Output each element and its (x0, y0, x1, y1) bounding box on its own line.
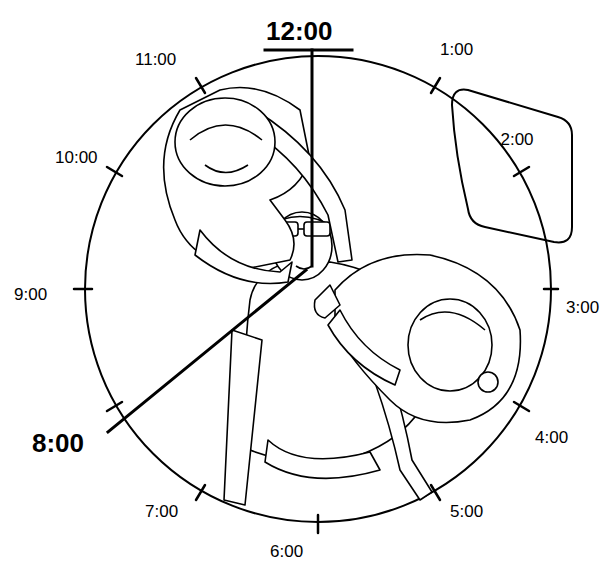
highlighted-clock-position: 12:00 (266, 16, 333, 46)
clock-position: 7:00 (145, 502, 178, 522)
clock-circle (85, 56, 551, 522)
position-lines (108, 50, 352, 432)
highlighted-clock-position: 8:00 (32, 428, 84, 458)
clock-position: 10:00 (55, 148, 98, 168)
zone-outline (440, 85, 580, 250)
clock-position: 5:00 (450, 502, 483, 522)
operating-zone: 2:00 (440, 85, 580, 250)
hour-ticks (74, 78, 558, 533)
clock-position: 3:00 (566, 298, 599, 318)
assistant-figure (314, 254, 520, 422)
clock-position: 9:00 (14, 285, 47, 305)
clock-position: 4:00 (535, 428, 568, 448)
dentist-figure (164, 88, 352, 284)
clock-position: 1:00 (440, 40, 473, 60)
zone-label: 2:00 (500, 130, 533, 150)
clock-position: 11:00 (135, 50, 176, 70)
clock-position: 6:00 (270, 542, 303, 562)
